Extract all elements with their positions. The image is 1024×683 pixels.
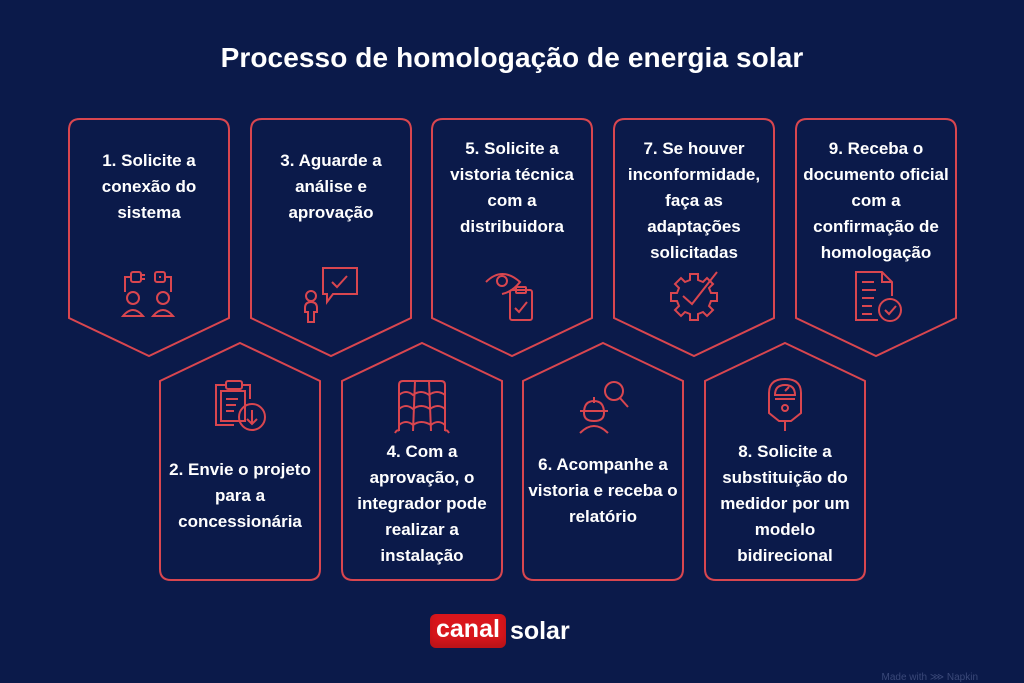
logo-solar: solar — [509, 617, 570, 645]
card-shape — [704, 341, 866, 581]
step-card-5: 5. Solicite a vistoria técnica com a dis… — [431, 118, 593, 358]
step-label: 6. Acompanhe a vistoria e receba o relat… — [528, 455, 678, 526]
step-card-8: 8. Solicite a substituição do medidor po… — [704, 341, 866, 581]
eye-clipboard-check-icon — [482, 264, 542, 326]
step-card-1: 1. Solicite a conexão do sistema — [68, 118, 230, 358]
page-title: Processo de homologação de energia solar — [220, 42, 804, 73]
napkin-watermark: Made with ⋙ Napkin — [881, 672, 978, 683]
step-card-2: 2. Envie o projeto para a concessionária — [159, 341, 321, 581]
step-label: 4. Com a aprovação, o integrador pode re… — [357, 442, 487, 565]
canal-solar-logo: canal solar — [430, 614, 570, 648]
roof-tiles-icon — [393, 377, 451, 435]
card-shape — [68, 118, 230, 358]
step-card-7: 7. Se houver inconformidade, faça as ada… — [613, 118, 775, 358]
logo-canal: canal — [430, 614, 506, 648]
inspector-magnifier-icon — [572, 377, 634, 435]
card-shape — [341, 341, 503, 581]
card-shape — [431, 118, 593, 358]
person-approval-bubble-icon — [299, 264, 363, 326]
step-card-4: 4. Com a aprovação, o integrador pode re… — [341, 341, 503, 581]
step-label: 2. Envie o projeto para a concessionária — [169, 460, 311, 531]
card-shape — [795, 118, 957, 358]
step-label: 5. Solicite a vistoria técnica com a dis… — [450, 139, 574, 236]
step-label: 7. Se houver inconformidade, faça as ada… — [627, 139, 761, 262]
step-card-9: 9. Receba o documento oficial com a conf… — [795, 118, 957, 358]
document-check-icon — [846, 268, 906, 326]
step-label: 9. Receba o documento oficial com a conf… — [803, 139, 949, 262]
card-shape — [522, 341, 684, 581]
step-label: 8. Solicite a substituição do medidor po… — [720, 442, 850, 565]
card-shape — [250, 118, 412, 358]
step-label: 3. Aguarde a análise e aprovação — [280, 151, 382, 222]
step-card-3: 3. Aguarde a análise e aprovação — [250, 118, 412, 358]
clipboard-download-icon — [210, 377, 270, 435]
step-label: 1. Solicite a conexão do sistema — [101, 151, 197, 222]
card-shape — [613, 118, 775, 358]
plug-connection-people-icon — [119, 264, 179, 324]
gear-check-icon — [663, 264, 725, 326]
step-card-6: 6. Acompanhe a vistoria e receba o relat… — [522, 341, 684, 581]
meter-icon — [765, 375, 805, 435]
card-shape — [159, 341, 321, 581]
